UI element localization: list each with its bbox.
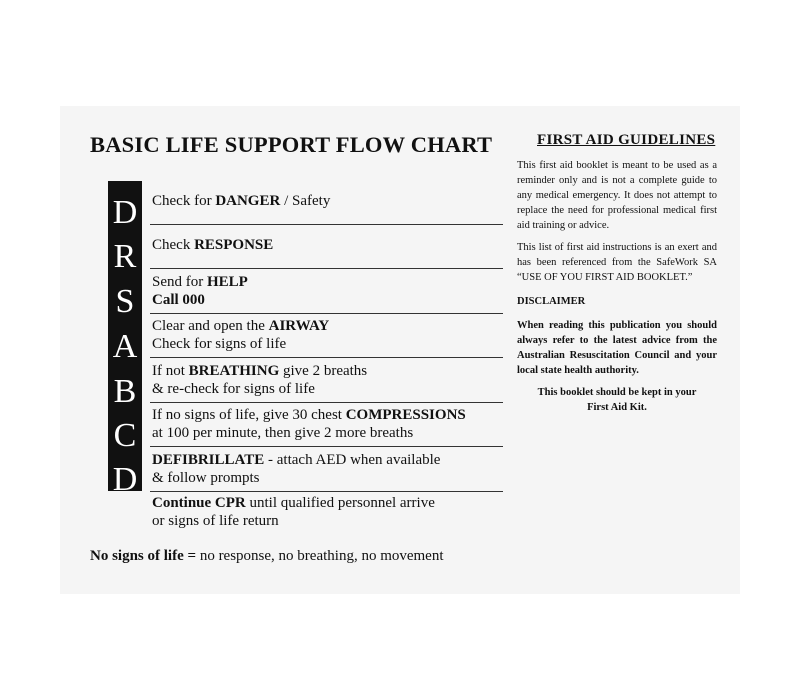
letter-b-breathing: B — [113, 373, 137, 410]
guidelines-paragraph: This list of first aid instructions is a… — [517, 242, 717, 283]
disclaimer-heading: DISCLAIMER — [517, 296, 586, 307]
step-text-line: & re-check for signs of life — [152, 381, 315, 397]
step-text: Check — [152, 237, 195, 253]
flow-chart-card: BASIC LIFE SUPPORT FLOW CHART D R S A B … — [60, 106, 740, 594]
step-text: until qualified personnel arrive — [245, 495, 435, 511]
step-keyword-line: Call 000 — [152, 292, 205, 308]
step-keyword: DANGER — [215, 193, 281, 209]
step-text: Send for — [152, 274, 207, 290]
step-divider — [150, 357, 503, 358]
step-divider — [150, 224, 503, 225]
step-continue-cpr: Continue CPR until qualified personnel a… — [152, 494, 435, 530]
no-signs-of-life-note: No signs of life = no response, no breat… — [90, 548, 444, 565]
page-title: BASIC LIFE SUPPORT FLOW CHART — [90, 132, 493, 157]
step-keyword: HELP — [207, 274, 248, 290]
letter-a-airway: A — [112, 328, 138, 365]
step-defibrillate: DEFIBRILLATE - attach AED when available… — [152, 451, 440, 487]
first-aid-guidelines-heading: FIRST AID GUIDELINES — [537, 132, 716, 148]
letter-s-send: S — [115, 283, 135, 320]
step-text: If not — [152, 363, 189, 379]
disclaimer-text: When reading this publication you should… — [517, 320, 717, 376]
step-text-line: & follow prompts — [152, 470, 260, 486]
step-text: Clear and open the — [152, 318, 269, 334]
step-keyword: BREATHING — [188, 363, 280, 379]
letter-c-compressions: C — [113, 417, 137, 454]
letter-r-response: R — [113, 238, 137, 275]
step-keyword: COMPRESSIONS — [345, 407, 466, 423]
note-text: no response, no breathing, no movement — [196, 548, 444, 564]
keep-in-kit-note: This booklet should be kept in your Firs… — [537, 387, 697, 413]
step-divider — [150, 313, 503, 314]
drsabcd-letter-column: D R S A B C D — [108, 181, 142, 498]
step-text: Check for — [152, 193, 216, 209]
step-divider — [150, 268, 503, 269]
step-keyword: RESPONSE — [194, 237, 274, 253]
step-divider — [150, 402, 503, 403]
step-keyword: Continue CPR — [152, 495, 246, 511]
step-keyword: AIRWAY — [268, 318, 330, 334]
letter-d-danger: D — [112, 194, 138, 231]
step-text: / Safety — [280, 193, 331, 209]
step-response: Check RESPONSE — [152, 236, 273, 254]
letter-d-defibrillate: D — [112, 461, 138, 498]
step-text: - attach AED when available — [264, 452, 441, 468]
step-text: If no signs of life, give 30 chest — [152, 407, 346, 423]
step-divider — [150, 446, 503, 447]
step-text-line: Check for signs of life — [152, 336, 287, 352]
step-breathing: If not BREATHING give 2 breaths & re-che… — [152, 362, 367, 398]
step-airway: Clear and open the AIRWAY Check for sign… — [152, 317, 329, 353]
step-compressions: If no signs of life, give 30 chest COMPR… — [152, 406, 466, 442]
step-divider — [150, 491, 503, 492]
step-send-help: Send for HELP Call 000 — [152, 273, 248, 309]
step-text: give 2 breaths — [279, 363, 368, 379]
note-label: No signs of life = — [90, 548, 197, 564]
step-keyword: DEFIBRILLATE — [152, 452, 265, 468]
step-danger: Check for DANGER / Safety — [152, 192, 330, 210]
step-text-line: or signs of life return — [152, 513, 279, 529]
step-text-line: at 100 per minute, then give 2 more brea… — [152, 425, 414, 441]
guidelines-paragraph: This first aid booklet is meant to be us… — [517, 160, 717, 231]
